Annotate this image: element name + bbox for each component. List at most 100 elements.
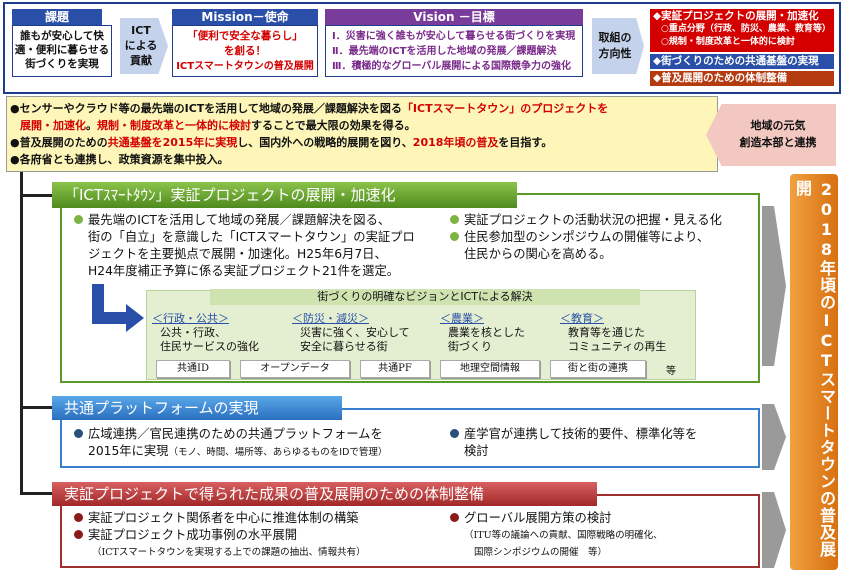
section-2-left: 広域連携／官民連携のための共通プラットフォームを 2015年に実現（モノ、時間、… — [74, 426, 387, 461]
section-1-right: 実証プロジェクトの活動状況の把握・見える化 住民参加型のシンポジウムの開催等によ… — [450, 212, 722, 263]
grey-arrow-2 — [762, 404, 786, 470]
s2-left-note: （モノ、時間、場所等、あらゆるものをIDで管理） — [168, 447, 388, 458]
s1-right-line: 住民参加型のシンポジウムの開催等により、 — [464, 230, 710, 244]
vision-box: Ⅰ．災害に強く誰もが安心して暮らせる街づくりを実現 Ⅱ．最先端のICTを活用した… — [325, 25, 583, 77]
direction-item-2: ◆街づくりのための共通基盤の実現 — [650, 54, 834, 69]
s3-right-note: （ITU等の議論への貢献、国際戦略の明確化、 — [464, 530, 663, 541]
mission-header: Mission－使命 — [172, 9, 318, 25]
bullet-icon — [450, 429, 459, 438]
s3-right-note: 国際シンポジウムの開催 等） — [474, 547, 608, 558]
side-note-line: 創造本部と連携 — [739, 136, 817, 149]
field-body: 災害に強く、安心して — [300, 326, 410, 339]
vision-caption: 街づくりの明確なビジョンとICTによる解決 — [210, 289, 640, 305]
summary-line-4: ●各府省とも連携し、政策資源を集中投入。 — [10, 153, 229, 166]
field-education: ＜教育＞ 教育等を通じた コミュニティの再生 — [560, 312, 666, 354]
summary-highlight: 共通基盤を2015年に実現 — [107, 136, 238, 149]
field-disaster: ＜防災・減災＞ 災害に強く、安心して 安全に暮らせる街 — [292, 312, 410, 354]
mission-line: ICTスマートタウンの普及展開 — [176, 61, 314, 72]
field-agriculture: ＜農業＞ 農業を核とした 街づくり — [440, 312, 525, 354]
section-2-box — [60, 408, 760, 468]
s1-left-line: 最先端のICTを活用して地域の発展／課題解決を図る、 — [88, 213, 391, 227]
summary-text: を目指す。 — [498, 136, 553, 149]
direction-item-3: ◆普及展開のための体制整備 — [650, 71, 834, 86]
direction-sub: ○規制・制度改革と一体的に検討 — [661, 37, 795, 47]
field-body: 街づくり — [448, 340, 492, 353]
section-2-title: 共通プラットフォームの実現 — [52, 396, 342, 420]
section-2-right: 産学官が連携して技術的要件、標準化等を 検討 — [450, 426, 697, 460]
summary-highlight: 展開・加速化 — [20, 119, 86, 132]
section-3-title: 実証プロジェクトで得られた成果の普及展開のための体制整備 — [52, 482, 597, 506]
s2-left-line: 広域連携／官民連携のための共通プラットフォームを — [88, 427, 383, 441]
summary-highlight: 規制・制度改革と一体的に検討 — [97, 119, 251, 132]
kadai-header: 課題 — [12, 9, 102, 25]
field-body: コミュニティの再生 — [568, 340, 667, 353]
bullet-icon — [74, 429, 83, 438]
summary-line-3: ●普及展開のための共通基盤を2015年に実現し、国内外への戦略的展開を図り、20… — [10, 134, 552, 150]
direction-item-1: ◆実証プロジェクトの展開・加速化 ○重点分野（行政、防災、農業、教育等） ○規制… — [650, 9, 834, 52]
field-head: ＜行政・公共＞ — [152, 312, 229, 325]
grey-arrow-1 — [762, 206, 786, 366]
connector-branch — [20, 194, 60, 197]
tag-open-data: オープンデータ — [240, 360, 350, 378]
kadai-line: 街づくりを実現 — [25, 58, 99, 70]
s3-left-line: 実証プロジェクト関係者を中心に推進体制の構築 — [88, 511, 359, 525]
kadai-box: 誰もが安心して快 適・便利に暮らせる 街づくりを実現 — [12, 25, 112, 77]
field-body: 農業を核とした — [448, 326, 525, 339]
field-body: 安全に暮らせる街 — [300, 340, 388, 353]
side-note-arrow: 地域の元気 創造本部と連携 — [706, 104, 836, 166]
vision-item: Ⅲ．積極的なグローバル展開による国際競争力の強化 — [332, 61, 572, 72]
ict-line: による — [124, 39, 158, 52]
summary-text: 。 — [86, 119, 97, 132]
section-1-title: 「ICTｽﾏｰﾄﾀｳﾝ」実証プロジェクトの展開・加速化 — [52, 182, 517, 208]
s1-left-line: H24年度補正予算に係る実証プロジェクト21件を選定。 — [88, 264, 400, 278]
bullet-icon — [74, 513, 83, 522]
ict-contribution-arrow: ICT による 貢献 — [120, 18, 168, 74]
goal-banner — [790, 174, 838, 570]
s3-left-line: 実証プロジェクト成功事例の水平展開 — [88, 528, 298, 542]
s1-right-line: 住民からの関心を高める。 — [464, 247, 612, 261]
mission-line: を創る！ — [224, 45, 266, 57]
bullet-icon — [74, 215, 83, 224]
mission-line: 「便利で安全な暮らし」 — [187, 30, 303, 42]
s2-right-line: 検討 — [464, 444, 489, 458]
bent-arrow-icon — [92, 284, 144, 332]
field-head: ＜防災・減災＞ — [292, 312, 369, 325]
s3-left-note: （ICTスマートタウンを実現する上での課題の抽出、情報共有） — [92, 547, 366, 558]
summary-line-2: 展開・加速化。規制・制度改革と一体的に検討することで最大限の効果を得る。 — [20, 117, 416, 133]
summary-highlight: 「ICTスマートタウン」のプロジェクトを — [401, 102, 609, 115]
summary-text: し、国内外への戦略的展開を図り、 — [237, 136, 413, 149]
ict-line: 貢献 — [130, 54, 152, 67]
section-1-left: 最先端のICTを活用して地域の発展／課題解決を図る、 街の「自立」を意識した「I… — [74, 212, 415, 280]
tag-city-link: 街と街の連携 — [550, 360, 646, 378]
direction-arrow: 取組の 方向性 — [592, 18, 644, 74]
summary-line-1: ●センサーやクラウド等の最先端のICTを活用して地域の発展／課題解決を図る「IC… — [10, 100, 608, 116]
s2-left-line: 2015年に実現 — [88, 444, 169, 458]
bullet-icon — [450, 513, 459, 522]
field-head: ＜教育＞ — [560, 312, 604, 325]
s1-left-line: 街の「自立」を意識した「ICTスマートタウン」の実証プロ — [88, 230, 415, 244]
bullet-icon — [74, 530, 83, 539]
tag-common-id: 共通ID — [156, 360, 230, 378]
section-3-right: グローバル展開方策の検討 （ITU等の議論への貢献、国際戦略の明確化、 国際シン… — [450, 510, 663, 561]
section-3-box — [60, 494, 760, 568]
vision-item: Ⅱ．最先端のICTを活用した地域の発展／課題解決 — [332, 46, 557, 57]
connector-branch — [20, 406, 60, 409]
field-body: 公共・行政、 — [160, 326, 226, 339]
direction-line: 方向性 — [598, 47, 632, 60]
ict-line: ICT — [131, 24, 151, 37]
summary-highlight: 2018年頃の普及 — [412, 136, 499, 149]
direction-title: ◆実証プロジェクトの展開・加速化 — [653, 10, 819, 22]
tag-etc: 等 — [666, 366, 676, 377]
s1-right-line: 実証プロジェクトの活動状況の把握・見える化 — [464, 213, 722, 227]
direction-sub: ○重点分野（行政、防災、農業、教育等） — [661, 24, 831, 34]
bullet-icon — [450, 232, 459, 241]
goal-text: 2018年頃のICTスマートタウンの普及展開 — [793, 180, 836, 558]
vision-item: Ⅰ．災害に強く誰もが安心して暮らせる街づくりを実現 — [332, 31, 576, 42]
kadai-line: 誰もが安心して快 — [20, 30, 104, 42]
mission-box: 「便利で安全な暮らし」 を創る！ ICTスマートタウンの普及展開 — [172, 25, 318, 77]
tag-geo-info: 地理空間情報 — [440, 360, 540, 378]
side-note-line: 地域の元気 — [750, 119, 806, 132]
tag-common-pf: 共通PF — [360, 360, 430, 378]
connector-line — [20, 172, 23, 494]
section-3-left: 実証プロジェクト関係者を中心に推進体制の構築 実証プロジェクト成功事例の水平展開… — [74, 510, 366, 561]
